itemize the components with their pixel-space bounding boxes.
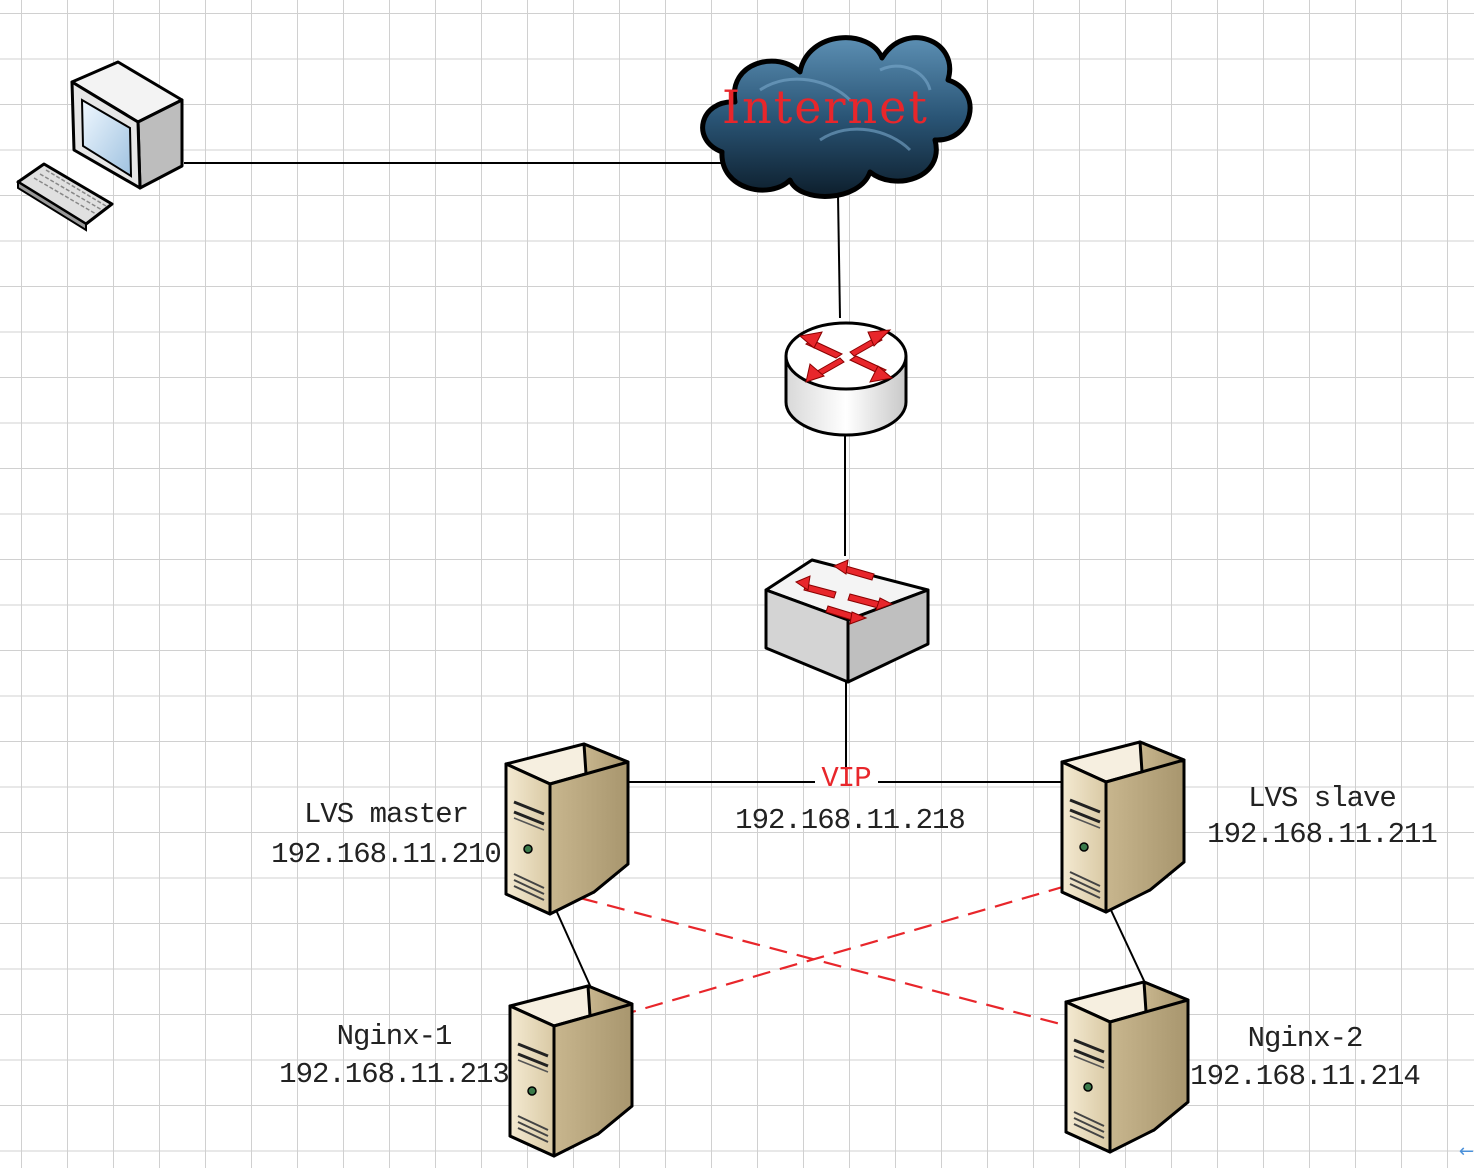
internet-label: Internet [722, 80, 929, 134]
lvs-slave-server-icon [1060, 740, 1186, 914]
lvs-slave-name: LVS slave [1248, 782, 1397, 815]
internet-cloud-icon [700, 35, 973, 199]
scroll-arrow-icon[interactable]: ← [1458, 1141, 1474, 1162]
nginx2-server-icon [1064, 980, 1190, 1154]
nginx2-ip: 192.168.11.214 [1190, 1060, 1421, 1093]
slave-nginx1-dashed-link [631, 884, 1067, 1014]
lvs-master-ip: 192.168.11.210 [271, 838, 502, 871]
master-nginx2-dashed-link [579, 896, 1069, 1028]
vip-ip: 192.168.11.218 [735, 804, 966, 837]
lvs-slave-ip: 192.168.11.211 [1207, 818, 1438, 851]
vip-label: VIP [821, 762, 871, 795]
nginx2-name: Nginx-2 [1247, 1022, 1364, 1055]
internet-router-link [837, 194, 841, 319]
nginx1-server-icon [508, 984, 634, 1158]
switch-icon [764, 558, 930, 684]
lvs-master-name: LVS master [303, 798, 469, 831]
router-icon [784, 321, 908, 437]
computer-icon [16, 60, 184, 232]
slave-nginx2-link [1109, 907, 1147, 986]
lvs-master-server-icon [504, 742, 630, 916]
nginx1-name: Nginx-1 [336, 1020, 453, 1053]
master-nginx1-link [555, 909, 593, 991]
nginx1-ip: 192.168.11.213 [279, 1058, 510, 1091]
